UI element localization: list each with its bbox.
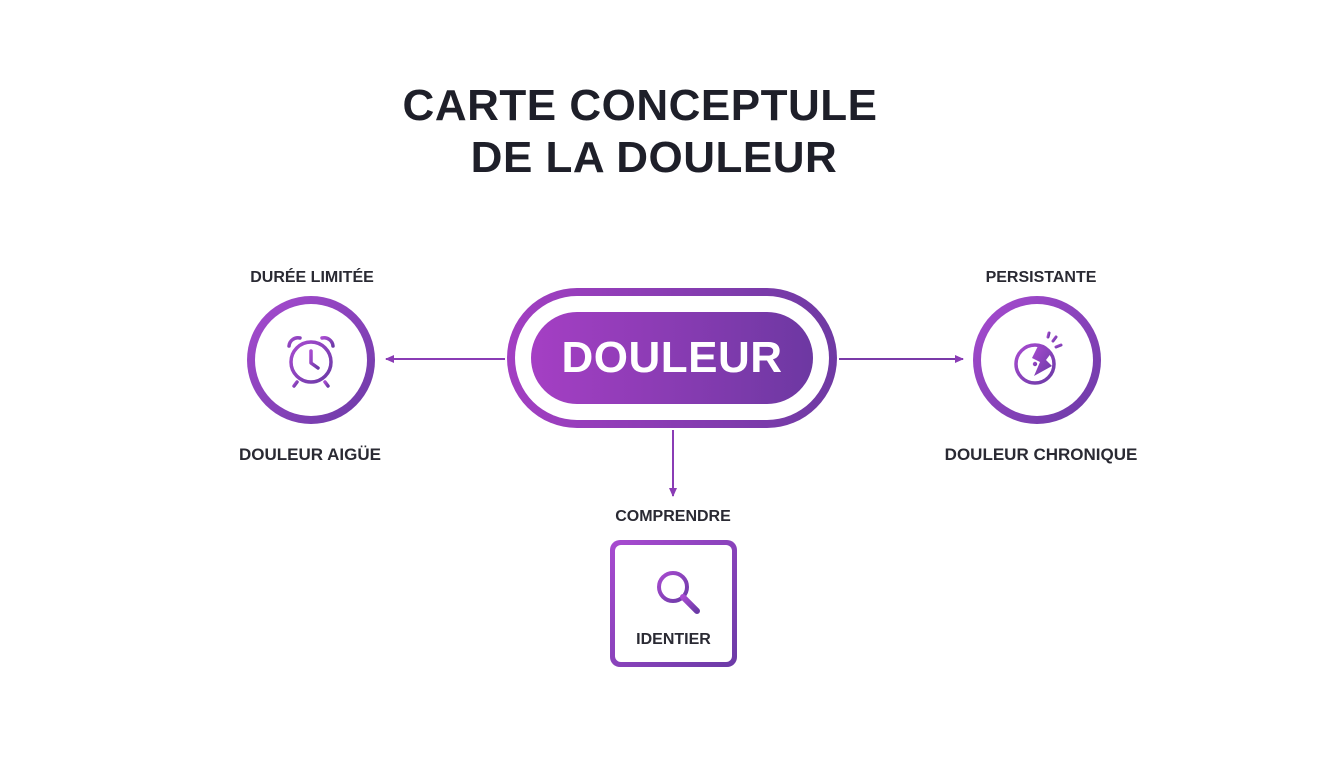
chronic-bottom-label: DOULEUR CHRONIQUE	[944, 445, 1138, 464]
chronic-pain-node[interactable]	[973, 296, 1101, 424]
understand-top-label: COMPRENDRE	[615, 508, 731, 525]
acute-bottom-label: DOULEUR AIGÜE	[239, 445, 381, 464]
acute-top-label: DURÉE LIMITÉE	[250, 269, 374, 286]
understand-inner-label: IDENTIER	[636, 631, 711, 648]
acute-pain-node[interactable]	[247, 296, 375, 424]
broken-stopwatch-icon	[1014, 331, 1063, 385]
central-node-douleur[interactable]: DOULEUR	[507, 288, 837, 428]
magnifying-glass-icon	[657, 571, 700, 614]
diagram-title-line-2: DE LA DOULEUR	[470, 133, 838, 182]
chronic-top-label: PERSISTANTE	[985, 269, 1097, 286]
understand-node[interactable]: IDENTIER	[610, 540, 737, 667]
alarm-clock-icon	[287, 336, 335, 388]
diagram-title-line-1: CARTE CONCEPTULE	[402, 81, 878, 130]
central-node-label: DOULEUR	[561, 333, 783, 382]
